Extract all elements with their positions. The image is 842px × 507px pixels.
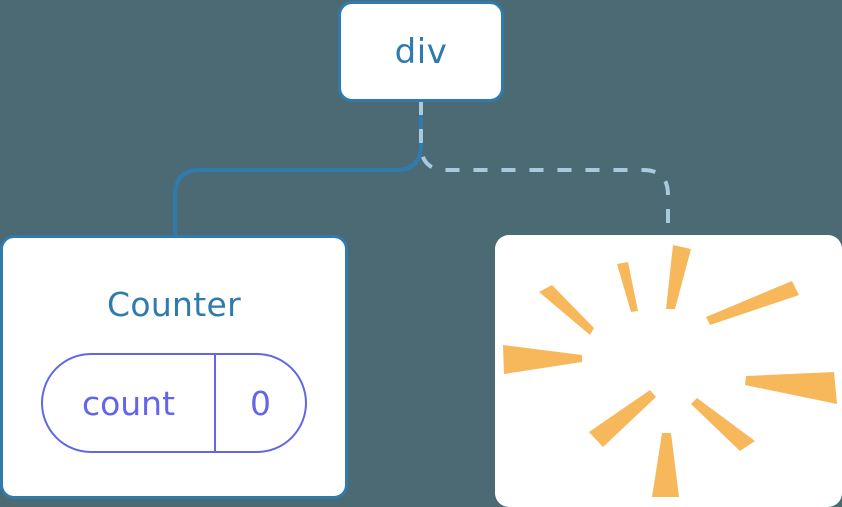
connector-root-to-counter <box>173 101 423 237</box>
burst-rays-icon <box>503 245 837 497</box>
node-counter[interactable]: Counter count 0 <box>0 235 348 499</box>
state-value-label: 0 <box>250 383 271 423</box>
state-pill[interactable]: count 0 <box>41 353 307 453</box>
connector-root-to-rerender <box>419 101 670 240</box>
node-div-label: div <box>394 31 448 72</box>
state-pill-value-cell: 0 <box>216 355 305 451</box>
node-div[interactable]: div <box>338 1 504 102</box>
state-pill-key-cell: count <box>43 355 216 451</box>
state-key-label: count <box>81 383 176 423</box>
node-counter-label: Counter <box>107 285 241 324</box>
node-rerender[interactable] <box>495 235 842 507</box>
